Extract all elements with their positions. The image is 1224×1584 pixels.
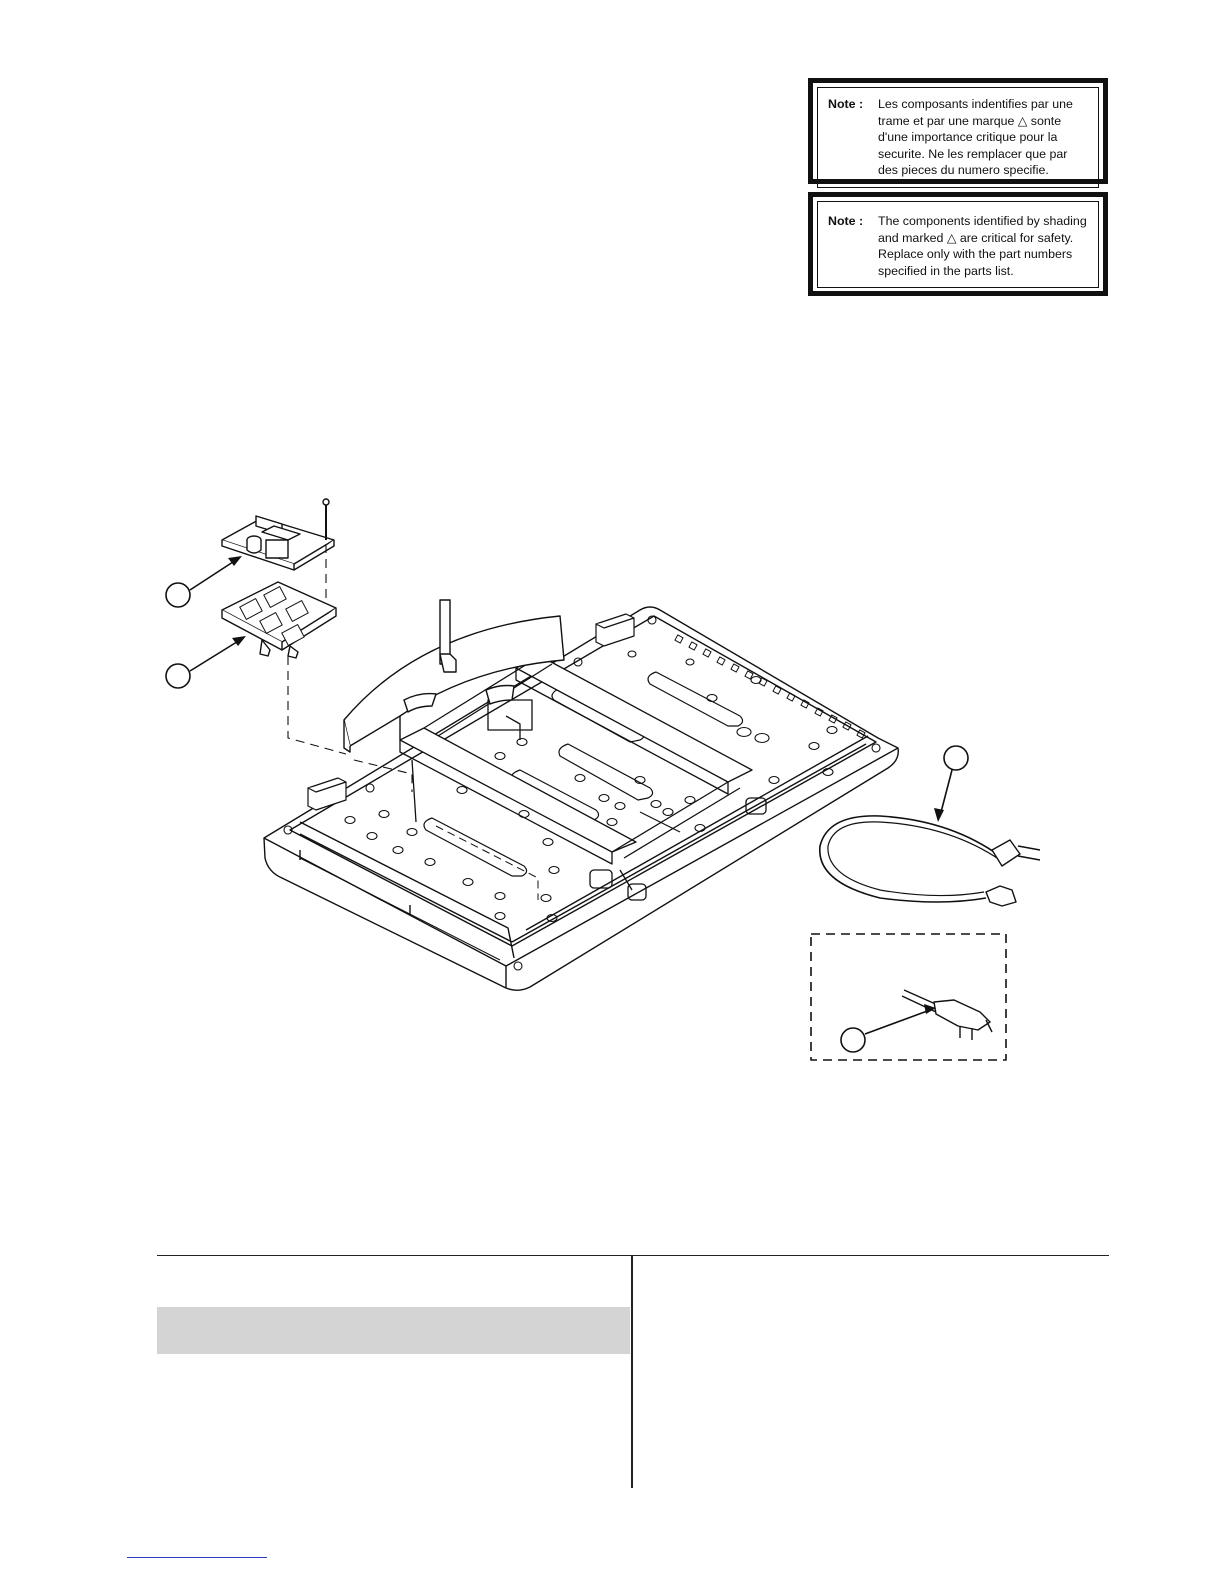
callouts: [165, 559, 969, 1053]
note-label: Note :: [828, 214, 864, 228]
note-line: d'une importance critique pour la: [878, 130, 1058, 144]
note-line: The components identified by shading: [878, 214, 1087, 228]
parts-table-top-rule: [157, 1255, 1109, 1256]
note-line: Les composants indentifies par une: [878, 97, 1073, 111]
note-line: securite. Ne les remplacer que par: [878, 146, 1068, 161]
note-line: des pieces du numero specifie.: [878, 163, 1049, 177]
note-text: The components identified by shading and…: [878, 213, 1087, 279]
parts-table-column-divider: [631, 1255, 633, 1488]
note-line: and marked △ are critical for safety.: [878, 230, 1074, 245]
note-line: specified in the parts list.: [878, 263, 1014, 278]
footer-link-underline[interactable]: [127, 1557, 267, 1558]
safety-note-english: Note : The components identified by shad…: [808, 192, 1108, 296]
note-line: trame et par une marque △ sonte: [878, 113, 1062, 128]
safety-note-french: Note : Les composants indentifies par un…: [808, 78, 1108, 188]
board-holder: [221, 581, 337, 659]
parts-table-shaded-row: [157, 1307, 630, 1354]
chassis-base: [263, 599, 899, 991]
note-label: Note :: [828, 97, 864, 111]
note-text: Les composants indentifies par une trame…: [878, 96, 1073, 179]
power-cord: [819, 815, 1041, 907]
power-board: [221, 498, 335, 571]
note-line: Replace only with the part numbers: [878, 247, 1073, 261]
uk-plug-variant: [810, 933, 1007, 1061]
